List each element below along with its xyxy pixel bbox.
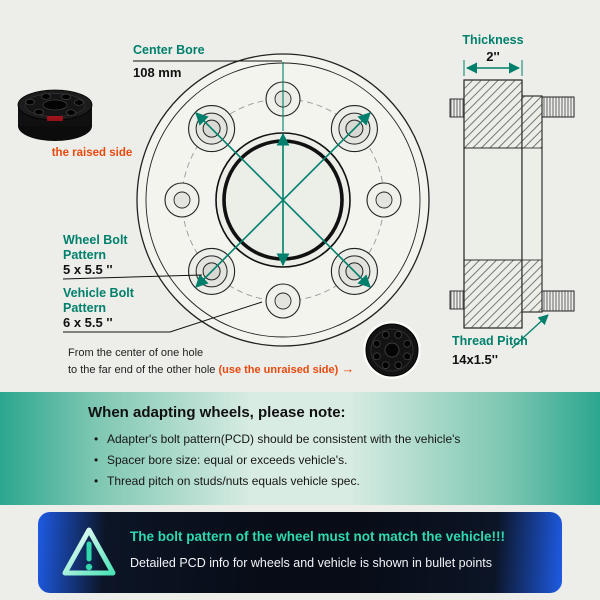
technical-drawing-canvas	[17, 53, 575, 379]
thread-pitch-pointer-arrow	[511, 314, 549, 349]
center-bore-value: 108 mm	[133, 65, 182, 80]
thread-pitch-value: 14x1.5''	[452, 352, 498, 367]
bolt-hole	[164, 182, 200, 218]
warning-panel: The bolt pattern of the wheel must not m…	[38, 512, 562, 593]
center-bore-title: Center Bore	[133, 43, 205, 57]
notes-bullet-list: Adapter's bolt pattern(PCD) should be co…	[94, 432, 460, 495]
vehicle-bolt-pattern-title: Vehicle Bolt Pattern	[63, 286, 134, 315]
wheel-stud-bottom	[541, 290, 575, 312]
measurement-note-line2: to the far end of the other hole (use th…	[68, 361, 355, 376]
measurement-note-line1: From the center of one hole	[68, 347, 204, 359]
unraised-side-product-photo	[363, 321, 421, 379]
adapting-notes-panel: When adapting wheels, please note: Adapt…	[0, 392, 600, 505]
unraised-side-highlight: (use the unraised side)	[218, 364, 339, 376]
measurement-note: From the center of one hole to the far e…	[68, 345, 388, 378]
note-bullet: Adapter's bolt pattern(PCD) should be co…	[94, 432, 460, 446]
warning-triangle-icon	[62, 527, 116, 576]
thickness-title: Thickness	[462, 33, 524, 47]
wheel-stud-top	[541, 96, 575, 118]
thickness-value: 2''	[486, 49, 500, 64]
arrow-to-unraised-photo-icon: →	[341, 361, 355, 376]
adapter-front-view-drawing	[136, 53, 430, 347]
wheel-bolt-pattern-value: 5 x 5.5 ''	[63, 262, 113, 277]
bolt-hole	[265, 283, 301, 319]
brand-sticker	[47, 116, 63, 121]
warning-headline: The bolt pattern of the wheel must not m…	[130, 529, 506, 544]
raised-side-product-photo	[17, 89, 93, 141]
note-bullet: Spacer bore size: equal or exceeds vehic…	[94, 453, 460, 467]
wheel-bolt-pattern-title: Wheel Bolt Pattern	[63, 233, 128, 262]
note-bullet: Thread pitch on studs/nuts equals vehicl…	[94, 474, 460, 488]
label-leader-lines	[62, 60, 282, 333]
thickness-dimension	[463, 60, 523, 76]
notes-panel-title: When adapting wheels, please note:	[88, 404, 346, 421]
adapter-side-view-drawing	[449, 60, 575, 349]
thread-pitch-title: Thread Pitch	[452, 334, 528, 348]
raised-side-label: the raised side	[51, 147, 133, 159]
vehicle-bolt-pattern-value: 6 x 5.5 ''	[63, 315, 113, 330]
warning-subtext: Detailed PCD info for wheels and vehicle…	[130, 556, 492, 570]
bolt-hole	[366, 182, 402, 218]
